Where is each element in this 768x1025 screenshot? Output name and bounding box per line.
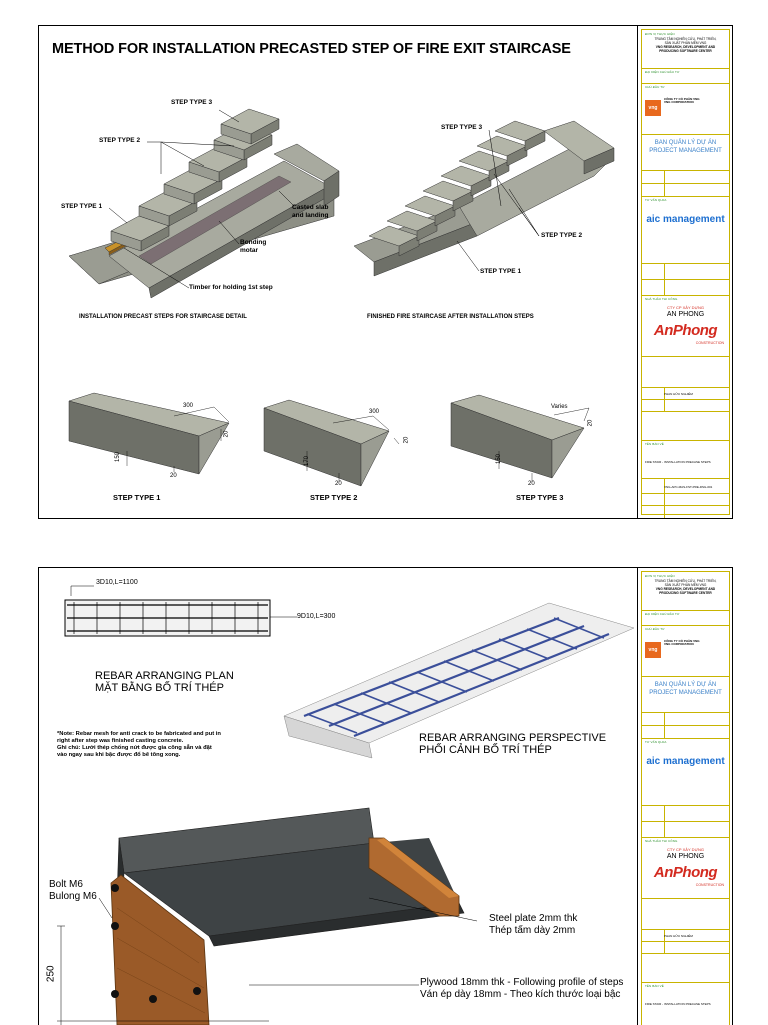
aic-management-logo-2: aic management	[646, 756, 725, 767]
tb2-pm-vi: BAN QUẢN LÝ DỰ ÁN	[654, 682, 717, 688]
step3-height-dim: 150	[496, 453, 503, 465]
step-type-1-caption: STEP TYPE 1	[113, 493, 161, 502]
timber-label: Timber for holding 1st step	[189, 284, 273, 291]
anphong-sub-2: CONSTRUCTION	[695, 883, 724, 887]
anphong-sub: CONSTRUCTION	[695, 341, 724, 345]
step3-bottom-dim: 20	[528, 481, 535, 487]
tb2-drawn-by: PHAN HỮU NGHIÊM	[664, 934, 693, 938]
anphong-logo-2: AnPhong	[653, 864, 718, 881]
step-type-2-caption: STEP TYPE 2	[310, 493, 358, 502]
tb2-pm-en: PROJECT MANAGEMENT	[649, 690, 722, 696]
step2-side-dim: 20	[403, 436, 410, 444]
left-step-type-2-label: STEP TYPE 2	[99, 137, 141, 144]
rebar-top-label: 3D10,L=1100	[96, 579, 138, 586]
step2-top-dim: 300	[369, 409, 380, 415]
step1-side-dim: 20	[223, 430, 230, 438]
tb-drawing-title: FIRE STAIR - INSTALLATION PRECASE STEPS	[645, 460, 711, 464]
drawing-area-1: METHOD FOR INSTALLATION PRECASTED STEP O…	[39, 26, 638, 518]
step3-side-dim: 20	[587, 419, 594, 427]
tb-drawing-no: VNG-APC-MAS-FST-PRE-DSG-001	[664, 485, 713, 489]
step1-height-dim: 150	[115, 451, 122, 463]
left-step-type-3-label: STEP TYPE 3	[171, 99, 213, 106]
step1-bottom-dim: 20	[170, 473, 177, 479]
tb2-drawing-title: FIRE STAIR - INSTALLATION PRECASE STEPS	[645, 1002, 711, 1006]
drawing-sheet-1: METHOD FOR INSTALLATION PRECASTED STEP O…	[38, 25, 733, 519]
anphong-logo: AnPhong	[653, 322, 718, 339]
bonding-motar-label: Bonding motar	[240, 239, 267, 254]
tb-drawn-by: PHAN HỮU NGHIÊM	[664, 392, 693, 396]
tb2-vng-name: CÔNG TY CỔ PHẦN VNG VNG CORPORATION	[664, 639, 700, 647]
tb2-company1-en: VNG RESEARCH, DEVELOPMENT AND PRODUCING …	[655, 587, 716, 595]
casted-slab-label: Casted slab and landing	[292, 204, 329, 219]
sheet-title: METHOD FOR INSTALLATION PRECASTED STEP O…	[52, 41, 571, 57]
installation-stair-drawing	[68, 108, 615, 487]
tb-pm-vi: BAN QUẢN LÝ DỰ ÁN	[654, 140, 717, 146]
vng-logo: vng	[645, 100, 661, 116]
title-block-2: ĐƠN VỊ THỰC HIỆN TRUNG TÂM NGHIÊN CỨU, P…	[639, 568, 732, 1025]
step3-top-dim: Varies	[551, 404, 568, 410]
vng-logo-2: vng	[645, 642, 661, 658]
tb2-company1-vi: TRUNG TÂM NGHIÊN CỨU, PHÁT TRIỂN, SẢN XU…	[654, 579, 717, 587]
tb2-contractor-vi: CTY CP XÂY DỰNG	[667, 847, 704, 852]
bolt-callout: Bolt M6 Bulong M6	[49, 879, 97, 902]
tb-company1-en: VNG RESEARCH, DEVELOPMENT AND PRODUCING …	[655, 45, 716, 53]
dim-250: 250	[45, 965, 57, 983]
title-block-1: ĐƠN VỊ THỰC HIỆN TRUNG TÂM NGHIÊN CỨU, P…	[639, 26, 732, 518]
rebar-perspective-title: REBAR ARRANGING PERSPECTIVE PHỐI CẢNH BỐ…	[419, 732, 607, 756]
right-step-type-2-label: STEP TYPE 2	[541, 232, 583, 239]
tb-vng-name: CÔNG TY CỔ PHẦN VNG VNG CORPORATION	[664, 97, 700, 105]
rebar-plan-title: REBAR ARRANGING PLAN MẶT BẰNG BỐ TRÍ THÉ…	[95, 670, 234, 694]
aic-management-logo: aic management	[646, 214, 725, 225]
step-type-3-caption: STEP TYPE 3	[516, 493, 564, 502]
drawing-area-2: 3D10,L=1100 9D10,L=300 REBAR ARRANGING P…	[39, 568, 638, 1025]
step1-top-dim: 300	[183, 403, 194, 409]
step2-height-dim: 170	[304, 455, 311, 467]
step2-bottom-dim: 20	[335, 481, 342, 487]
rebar-and-formwork-drawing	[57, 585, 635, 1025]
steel-plate-callout: Steel plate 2mm thk Thép tấm dày 2mm	[489, 913, 578, 936]
rebar-note: *Note: Rebar mesh for anti crack to be f…	[57, 731, 221, 758]
rebar-side-label: 9D10,L=300	[297, 613, 336, 620]
tb-contractor: AN PHONG	[666, 311, 705, 318]
caption-installation-detail: INSTALLATION PRECAST STEPS FOR STAIRCASE…	[79, 314, 247, 320]
right-step-type-3-label: STEP TYPE 3	[441, 124, 483, 131]
drawing-sheet-2: 3D10,L=1100 9D10,L=300 REBAR ARRANGING P…	[38, 567, 733, 1025]
tb-pm-en: PROJECT MANAGEMENT	[649, 148, 722, 154]
caption-finished-staircase: FINISHED FIRE STAIRCASE AFTER INSTALLATI…	[367, 314, 534, 320]
tb-contractor-vi: CTY CP XÂY DỰNG	[667, 305, 704, 310]
tb-company1-vi: TRUNG TÂM NGHIÊN CỨU, PHÁT TRIỂN, SẢN XU…	[654, 37, 717, 45]
plywood-callout: Plywood 18mm thk - Following profile of …	[420, 977, 624, 1000]
tb2-contractor: AN PHONG	[666, 853, 705, 860]
right-step-type-1-label: STEP TYPE 1	[480, 268, 522, 275]
left-step-type-1-label: STEP TYPE 1	[61, 203, 103, 210]
